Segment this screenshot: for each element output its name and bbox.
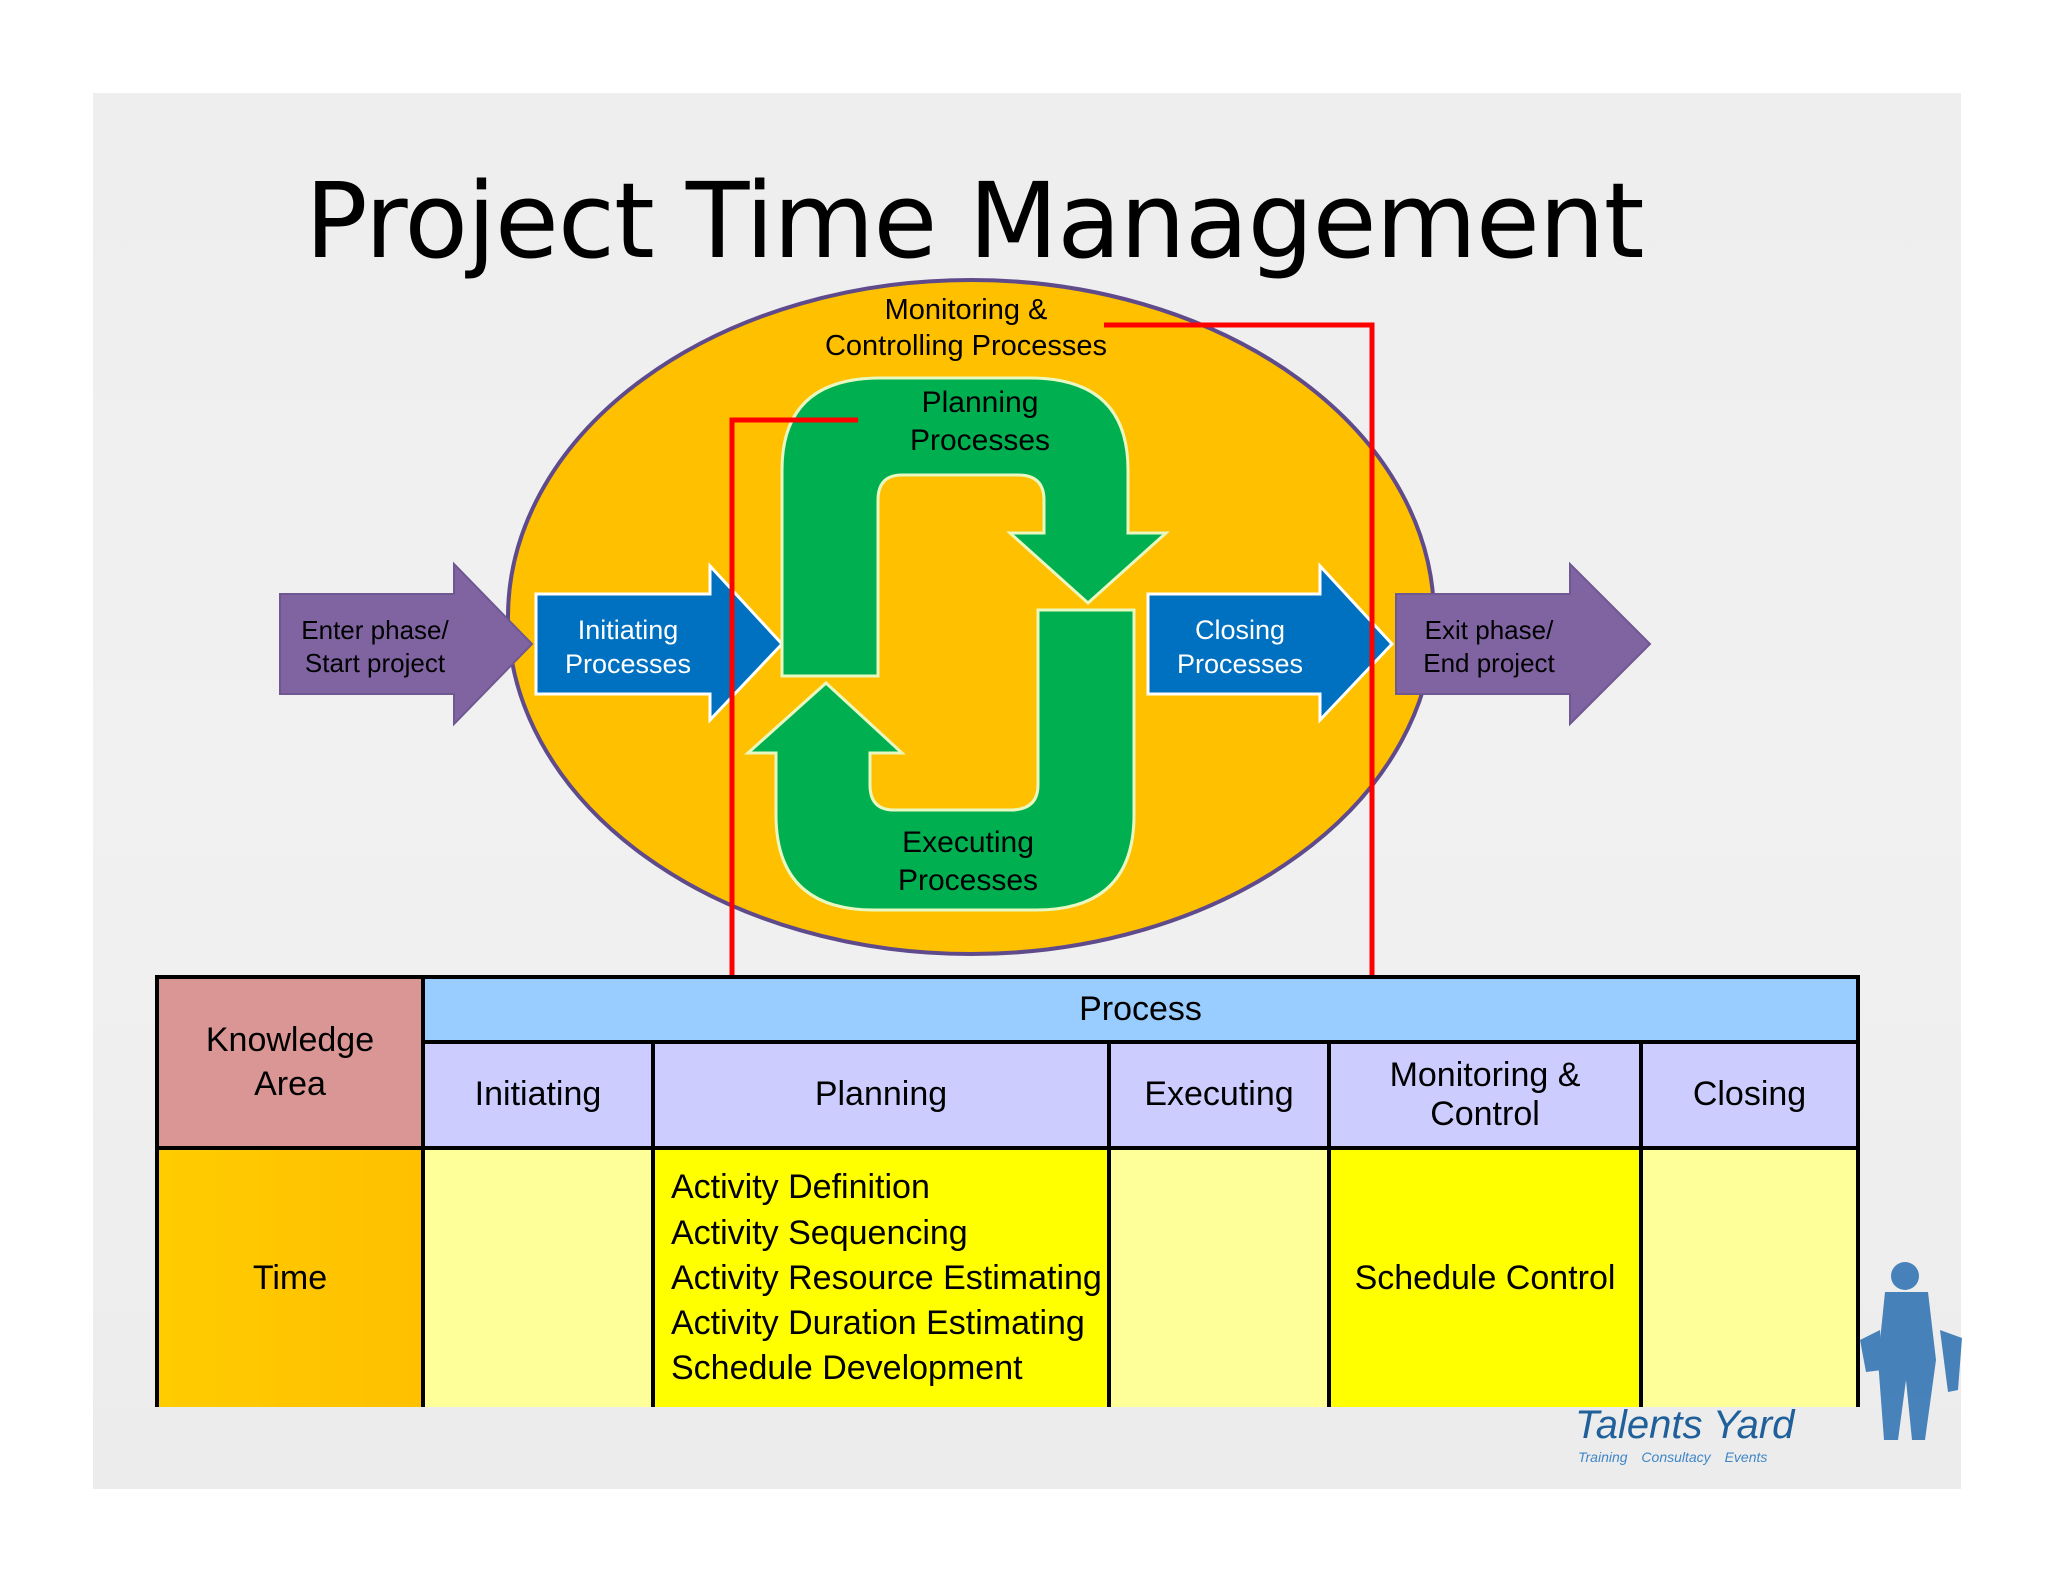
planning-item: Activity Sequencing [671, 1213, 968, 1252]
planning-item: Activity Duration Estimating [671, 1303, 1085, 1342]
phase-header-closing: Closing [1638, 1040, 1861, 1150]
planning-cycle-arrow [780, 376, 1170, 678]
knowledge-area-time: Time [155, 1145, 425, 1407]
page-title: Project Time Management [305, 160, 1645, 282]
closing-arrow [1146, 562, 1395, 724]
phase-header-initiating: Initiating [421, 1040, 655, 1150]
cell-time-initiating [421, 1145, 655, 1407]
logo-name: Talents Yard [1575, 1403, 1795, 1447]
cell-time-monitoring: Schedule Control [1327, 1145, 1643, 1407]
monitoring-controlling-label: Monitoring &Controlling Processes [824, 294, 1108, 363]
planning-connector-line [729, 417, 858, 1140]
planning-item: Schedule Development [671, 1349, 1023, 1388]
process-header: Process [420, 974, 1861, 1045]
phase-header-monitoring: Monitoring &Control [1327, 1040, 1643, 1150]
cell-time-executing [1107, 1145, 1331, 1407]
logo-figure [1860, 1262, 1962, 1440]
enter-phase-label: Enter phase/Start project [301, 615, 449, 678]
monitoring-connector-line [1104, 322, 1375, 1146]
planning-item: Activity Resource Estimating [671, 1258, 1102, 1297]
initiating-arrow [534, 562, 785, 724]
phase-header-executing: Executing [1107, 1040, 1331, 1150]
logo-tagline: Training Consultacy Events [1578, 1449, 1768, 1465]
enter-phase-arrow [279, 561, 534, 727]
phase-header-planning: Planning [651, 1040, 1111, 1150]
cell-time-planning: Activity Definition Activity Sequencing … [651, 1145, 1111, 1407]
planning-item: Activity Definition [671, 1168, 930, 1207]
executing-cycle-arrow [744, 608, 1136, 912]
exit-phase-arrow [1395, 561, 1652, 727]
cell-time-closing [1638, 1145, 1861, 1407]
exit-phase-label: Exit phase/End project [1423, 615, 1555, 678]
